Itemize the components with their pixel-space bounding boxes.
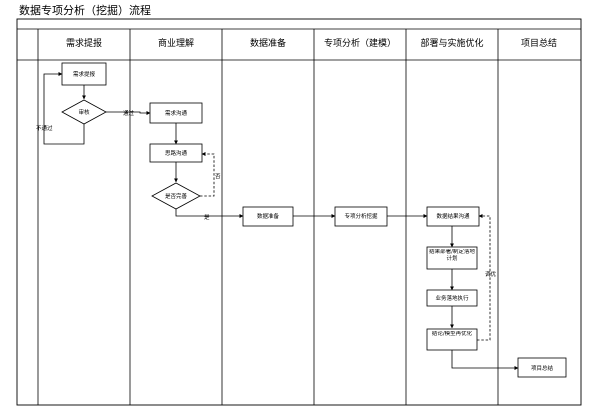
lane-header: 数据准备 (250, 37, 286, 49)
edge-label-tune: 调优 (485, 270, 497, 278)
node-label: 数据准备 (257, 212, 280, 220)
lane-header: 商业理解 (158, 37, 194, 49)
node-label: 结果部署/制定落地计划 (429, 249, 475, 262)
node-approach-comm (149, 143, 203, 163)
node-label-wrap: 结论/模型再优化 (431, 331, 473, 337)
lane-header: 项目总结 (521, 37, 557, 49)
node-label: 需求沟通 (165, 109, 188, 117)
node-label-wrap: 结果部署/制定落地计划 (429, 249, 475, 262)
node-special-analysis (334, 206, 388, 227)
node-label: 数据结果沟通 (436, 212, 470, 220)
node-request-comm (149, 102, 203, 124)
node-data-prep (242, 206, 294, 227)
edge-label-yes: 是 (204, 214, 210, 221)
edge-optimize-tune (477, 214, 491, 341)
node-label: 项目总结 (531, 364, 554, 372)
node-label: 业务落地执行 (435, 294, 469, 302)
node-request-submit (61, 62, 107, 86)
edge-review-fail (43, 72, 85, 145)
outer-frame (16, 18, 582, 406)
edge-review-pass (106, 111, 151, 115)
edge-label-pass: 通过 (123, 109, 135, 117)
lane-header: 专项分析（建模） (324, 37, 396, 49)
edge-optimize-to-summary (451, 350, 519, 370)
node-label: 是否完善 (165, 192, 188, 200)
node-business-exec (426, 289, 478, 307)
diagram-title: 数据专项分析（挖掘）流程 (19, 3, 151, 17)
edge-complete-no (200, 152, 215, 197)
node-label: 专项分析挖掘 (344, 212, 378, 220)
node-result-deploy (426, 246, 478, 270)
edge-label-fail: 不通过 (36, 124, 53, 132)
node-review-decision (61, 99, 107, 125)
node-project-summary (517, 357, 567, 378)
edge-complete-yes (175, 208, 244, 218)
edge-label-no: 否 (215, 173, 221, 180)
node-is-complete-decision (151, 182, 201, 210)
node-label: 审核 (78, 108, 90, 116)
node-result-comm (426, 206, 480, 227)
node-label: 结论/模型再优化 (431, 331, 473, 337)
node-label: 需求提报 (73, 70, 96, 78)
node-eval-optimize (426, 328, 478, 351)
lane-header: 部署与实施优化 (420, 37, 483, 49)
lane-header: 需求提报 (66, 37, 102, 49)
node-label: 思路沟通 (165, 149, 188, 157)
